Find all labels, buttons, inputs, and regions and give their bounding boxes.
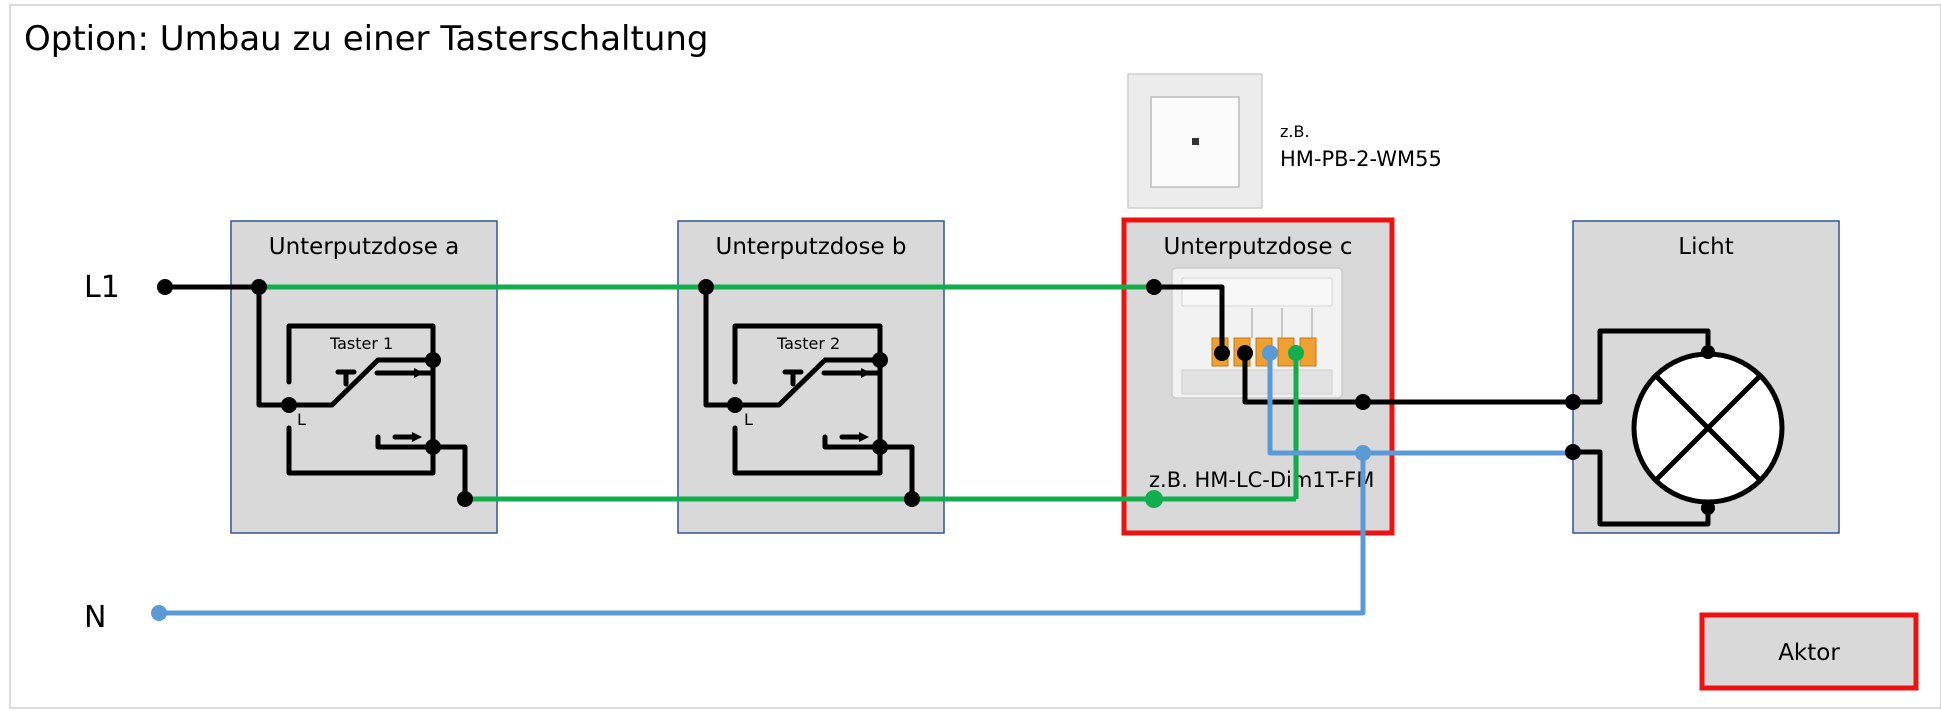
taster-1-label: Taster 1 bbox=[329, 334, 393, 353]
pushbutton-prefix: z.B. bbox=[1280, 122, 1310, 141]
pushbutton-model: HM-PB-2-WM55 bbox=[1280, 147, 1442, 171]
box-b-label: Unterputzdose b bbox=[715, 234, 906, 260]
legend-aktor-label: Aktor bbox=[1778, 640, 1840, 666]
blue-wires bbox=[159, 353, 1573, 616]
page-title: Option: Umbau zu einer Tasterschaltung bbox=[24, 19, 709, 59]
taster-1-terminal: L bbox=[297, 410, 306, 429]
blue-dots bbox=[151, 345, 1371, 621]
legend-aktor-box bbox=[1699, 612, 1919, 691]
device-label: z.B. HM-LC-Dim1T-FM bbox=[1149, 468, 1374, 492]
box-c-label: Unterputzdose c bbox=[1163, 234, 1352, 260]
pushbutton-image bbox=[1127, 73, 1263, 209]
dimmer-actuator-image bbox=[1171, 267, 1343, 399]
l1-label: L1 bbox=[84, 270, 120, 305]
taster-2-symbol bbox=[732, 357, 883, 450]
taster-2-terminal: L bbox=[744, 410, 753, 429]
taster-2-label: Taster 2 bbox=[776, 334, 840, 353]
green-dots bbox=[1145, 345, 1304, 508]
taster-1-symbol bbox=[286, 357, 436, 450]
black-wires bbox=[162, 284, 1711, 527]
lamp-symbol bbox=[1631, 351, 1785, 505]
box-licht-label: Licht bbox=[1678, 234, 1733, 260]
box-a-label: Unterputzdose a bbox=[269, 234, 460, 260]
junction-dots bbox=[157, 279, 1715, 515]
n-label: N bbox=[84, 600, 106, 635]
